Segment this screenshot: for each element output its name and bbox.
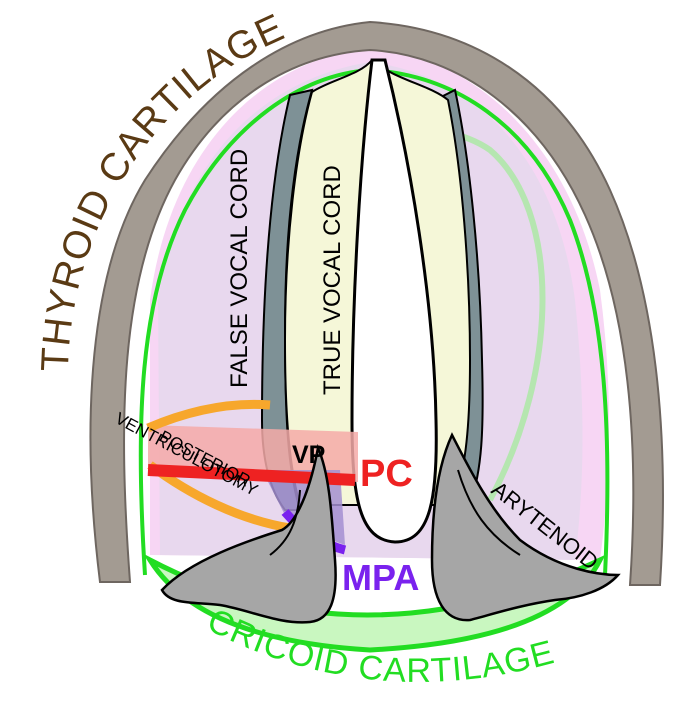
pc-label: PC	[360, 453, 413, 495]
arytenoid-right	[430, 432, 621, 622]
arytenoid-left-ridge	[269, 489, 301, 556]
glottic-airway	[350, 58, 438, 544]
thyroid-cartilage	[89, 20, 664, 586]
arytenoid-right-ridge	[457, 469, 521, 556]
arytenoid-left	[160, 443, 337, 624]
false-vocal-cord-label: FALSE VOCAL CORD	[226, 149, 253, 388]
vp-label: VP	[292, 441, 325, 469]
true-vocal-cord-label: TRUE VOCAL CORD	[319, 165, 346, 395]
mpa-label: MPA	[342, 557, 419, 598]
posterior-ventriculotomy-upper-line	[146, 399, 271, 433]
